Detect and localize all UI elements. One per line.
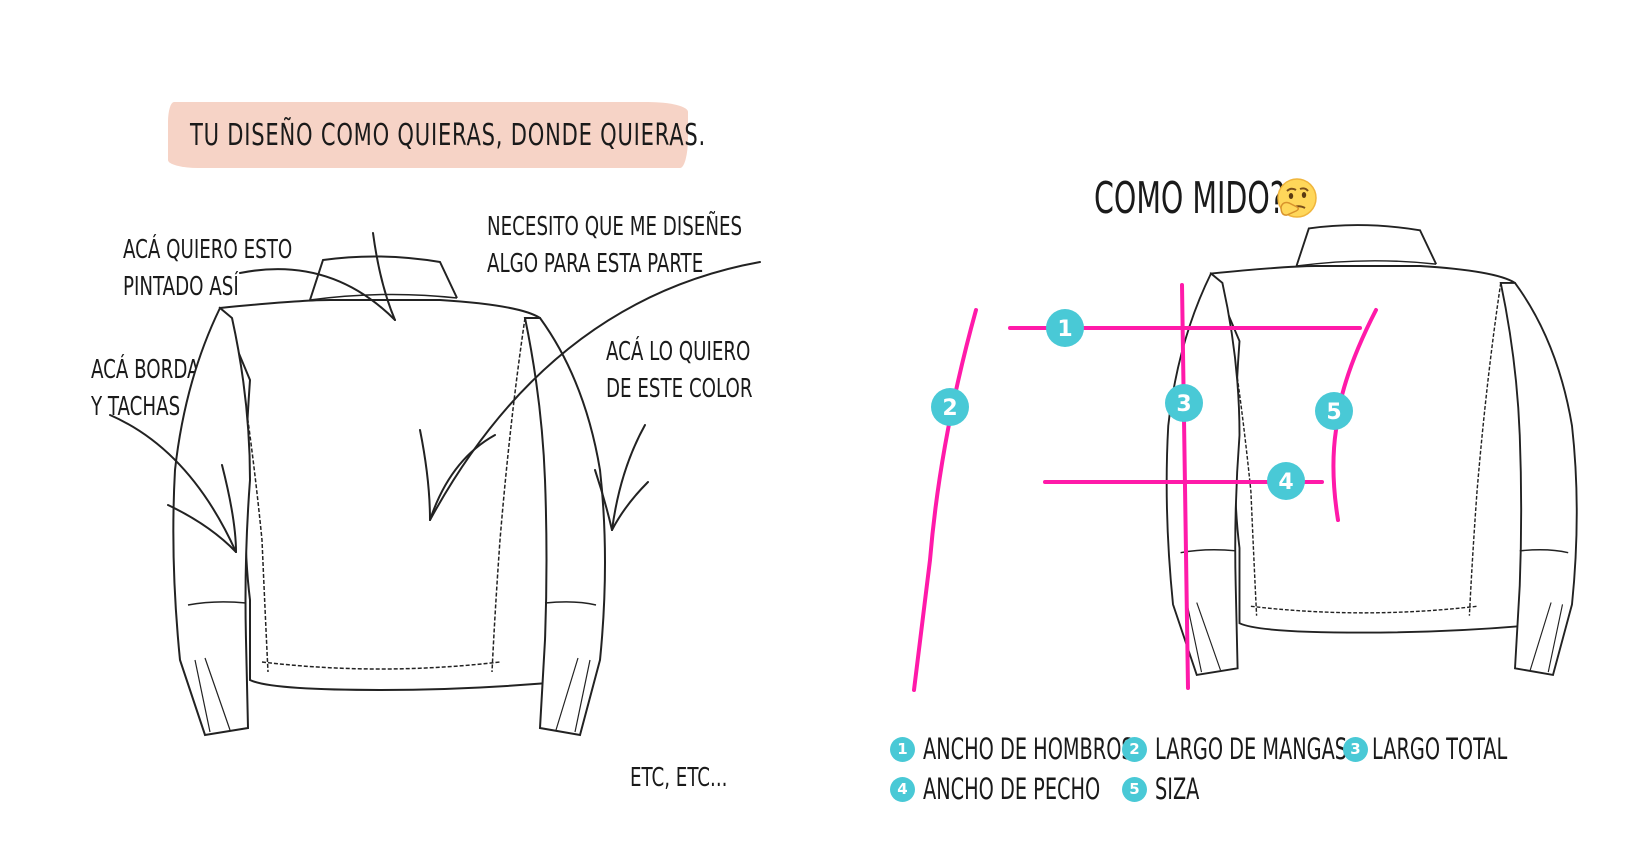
- svg-text:2: 2: [942, 396, 957, 421]
- badge-3: 3: [1165, 384, 1203, 422]
- total-length-line: [1180, 283, 1190, 690]
- svg-text:1: 1: [1057, 317, 1072, 342]
- badge-1: 1: [1046, 309, 1084, 347]
- legend-item-3: 3 Largo total: [1343, 732, 1555, 766]
- legend-item-5: 5 Siza: [1122, 772, 1215, 806]
- svg-text:4: 4: [1278, 470, 1293, 495]
- legend-label: Ancho de hombros: [923, 732, 1134, 766]
- annotation-color: Acá lo quiero de este color: [606, 337, 753, 404]
- jacket-sketch-right: [1165, 224, 1578, 676]
- legend-label: Largo total: [1372, 732, 1508, 766]
- annotation-etc: etc, etc...: [630, 763, 728, 793]
- jacket-sketch-left: [172, 255, 607, 736]
- legend-item-1: 1 Ancho de hombros: [890, 732, 1208, 766]
- badge-5: 5: [1315, 392, 1353, 430]
- legend-label: Siza: [1155, 772, 1200, 806]
- legend-label: Ancho de pecho: [923, 772, 1101, 806]
- legend-item-2: 2 Largo de mangas: [1122, 732, 1415, 766]
- armhole-line: [1331, 308, 1378, 522]
- measurement-badges: 1 2 3 4 5: [931, 309, 1353, 500]
- legend-badge: 3: [1343, 736, 1368, 762]
- legend-badge: 1: [890, 736, 915, 762]
- legend-badge: 4: [890, 776, 915, 802]
- annotation-design: Necesito que me diseñes algo para esta p…: [487, 212, 743, 279]
- sleeve-length-line: [912, 308, 978, 692]
- thinking-face-icon: [1277, 178, 1317, 218]
- badge-4: 4: [1267, 462, 1305, 500]
- heading-text: Tu diseño como quieras, donde quieras.: [190, 118, 706, 153]
- heading-banner: [168, 102, 688, 168]
- annotation-paint: Acá quiero esto pintado así: [123, 235, 293, 302]
- legend-badge: 5: [1122, 776, 1147, 802]
- legend-label: Largo de mangas: [1155, 732, 1348, 766]
- measure-title: Como mido?: [1094, 173, 1285, 224]
- badge-2: 2: [931, 388, 969, 426]
- annotation-arrows: [109, 232, 761, 553]
- svg-text:5: 5: [1326, 400, 1341, 425]
- legend-item-4: 4 Ancho de pecho: [890, 772, 1162, 806]
- legend-badge: 2: [1122, 736, 1147, 762]
- svg-text:3: 3: [1176, 392, 1191, 417]
